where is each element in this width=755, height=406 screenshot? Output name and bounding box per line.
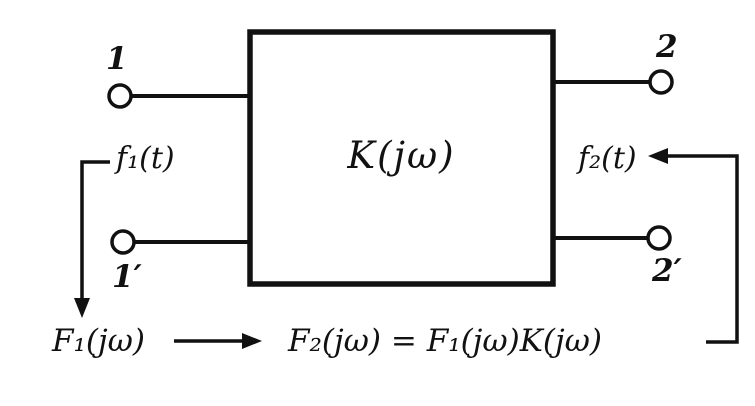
terminal-label-2-prime: 2′ bbox=[652, 253, 682, 289]
transform-connector-left bbox=[80, 160, 110, 302]
equation-lhs: F₁(jω) bbox=[52, 323, 146, 359]
right-arrow-icon bbox=[242, 333, 262, 349]
transform-connector-right bbox=[664, 154, 739, 344]
terminal-label-1: 1 bbox=[106, 41, 128, 77]
down-arrow-icon bbox=[74, 298, 90, 318]
terminal-circle-1p bbox=[110, 229, 136, 255]
terminal-circle-2 bbox=[648, 69, 674, 95]
input-signal-label: f₁(t) bbox=[116, 141, 175, 176]
left-arrow-icon bbox=[648, 148, 668, 164]
terminal-label-2: 2 bbox=[656, 29, 678, 65]
equation-rhs: F₂(jω) = F₁(jω)K(jω) bbox=[288, 323, 602, 359]
output-signal-label: f₂(t) bbox=[578, 141, 637, 176]
network-box bbox=[247, 29, 556, 287]
transfer-function-label: K(jω) bbox=[347, 134, 456, 177]
terminal-circle-1 bbox=[107, 83, 133, 109]
terminal-circle-2p bbox=[646, 225, 672, 251]
terminal-label-1-prime: 1′ bbox=[112, 259, 142, 295]
